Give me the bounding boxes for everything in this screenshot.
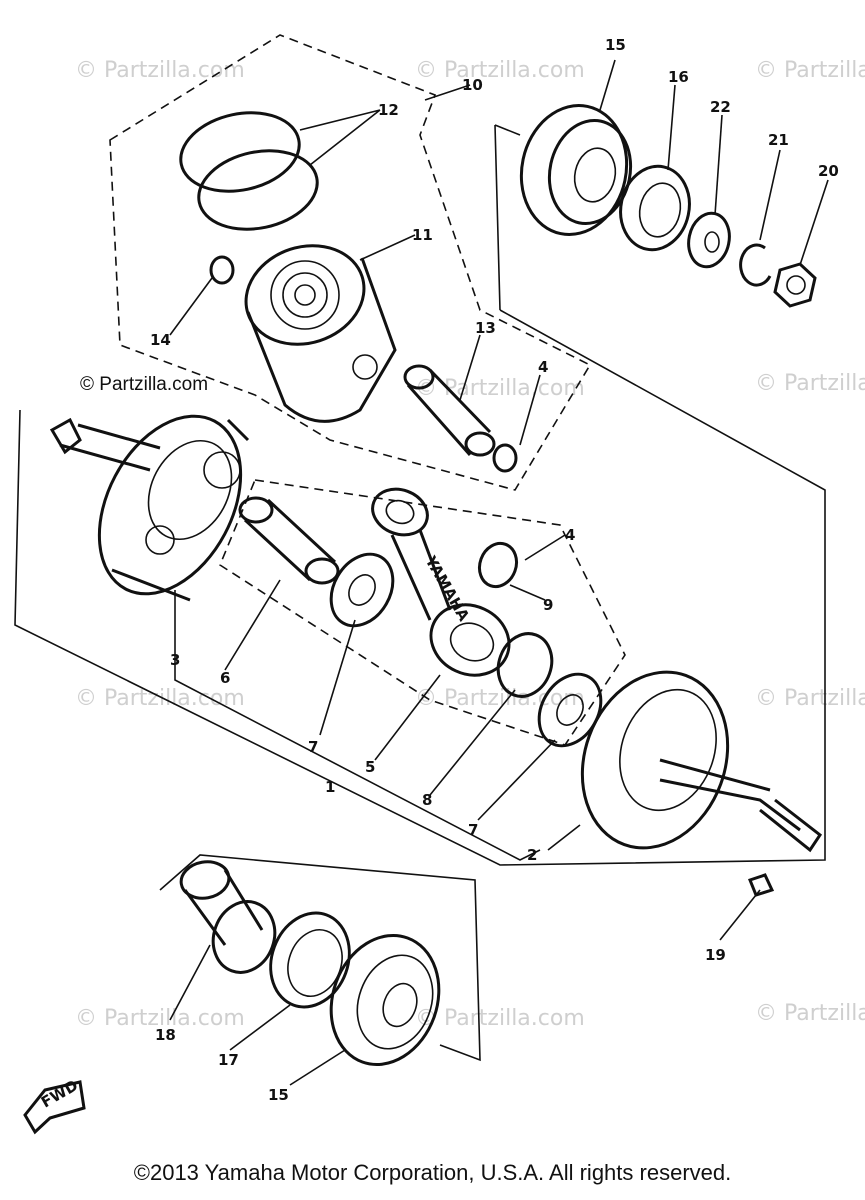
watermark: © Partzilla.com xyxy=(755,686,865,711)
callout-9: 9 xyxy=(543,596,553,614)
watermark: © Partzilla.com xyxy=(75,1006,245,1031)
rod-marking: YAMAHA xyxy=(421,552,473,624)
needle-bearings xyxy=(477,541,554,698)
callout-6: 6 xyxy=(220,669,230,687)
right-crank-wheel xyxy=(580,670,823,897)
crank-assembly-outline xyxy=(14,309,826,866)
top-bearing-stack xyxy=(519,104,817,308)
callouts: 15 16 22 21 20 10 12 11 14 13 4 4 9 3 6 … xyxy=(150,36,839,1104)
callout-21: 21 xyxy=(768,131,789,149)
watermark: © Partzilla.com xyxy=(755,58,865,83)
callout-15: 15 xyxy=(605,36,626,54)
callout-14: 14 xyxy=(150,331,171,349)
piston-pin xyxy=(403,364,496,457)
callout-3: 3 xyxy=(170,651,180,669)
watermark: © Partzilla.com xyxy=(755,1001,865,1026)
piston xyxy=(244,244,397,423)
lower-bearings xyxy=(179,860,441,1067)
copyright-notice: ©2013 Yamaha Motor Corporation, U.S.A. A… xyxy=(133,1160,732,1185)
fwd-label: FWD xyxy=(38,1076,81,1111)
callout-8: 8 xyxy=(422,791,432,809)
callout-5: 5 xyxy=(365,758,375,776)
crank-bracket xyxy=(174,590,541,861)
callout-7: 7 xyxy=(468,821,478,839)
assembly-outlines xyxy=(14,34,826,1062)
watermark: © Partzilla.com xyxy=(75,58,245,83)
bearing-group-outline xyxy=(494,124,521,311)
piston-group-outline xyxy=(109,34,592,491)
callout-7: 7 xyxy=(308,738,318,756)
connecting-rod: YAMAHA xyxy=(371,487,511,677)
watermark: © Partzilla.com xyxy=(415,686,585,711)
watermarks: © Partzilla.com © Partzilla.com © Partzi… xyxy=(75,58,865,1031)
callout-19: 19 xyxy=(705,946,726,964)
left-crank-wheel xyxy=(49,414,250,602)
callout-4: 4 xyxy=(565,526,575,544)
callout-13: 13 xyxy=(475,319,496,337)
watermark: © Partzilla.com xyxy=(415,58,585,83)
thrust-washers xyxy=(329,552,603,748)
leader-lines xyxy=(169,59,829,1086)
callout-20: 20 xyxy=(818,162,839,180)
watermark: © Partzilla.com xyxy=(415,376,585,401)
fwd-arrow-icon: FWD xyxy=(23,1076,86,1135)
callout-18: 18 xyxy=(155,1026,176,1044)
crank-pin xyxy=(238,496,340,585)
callout-15: 15 xyxy=(268,1086,289,1104)
callout-10: 10 xyxy=(462,76,483,94)
callout-2: 2 xyxy=(527,846,537,864)
callout-12: 12 xyxy=(378,101,399,119)
watermark: © Partzilla.com xyxy=(75,686,245,711)
primary-watermark: © Partzilla.com xyxy=(80,374,208,395)
callout-11: 11 xyxy=(412,226,433,244)
watermark: © Partzilla.com xyxy=(415,1006,585,1031)
callout-22: 22 xyxy=(710,98,731,116)
callout-17: 17 xyxy=(218,1051,239,1069)
callout-16: 16 xyxy=(668,68,689,86)
lower-bearing-outline xyxy=(159,854,481,1062)
circlips xyxy=(209,255,518,473)
callout-4: 4 xyxy=(538,358,548,376)
callout-1: 1 xyxy=(325,778,335,796)
piston-rings xyxy=(179,111,319,231)
watermark: © Partzilla.com xyxy=(755,371,865,396)
